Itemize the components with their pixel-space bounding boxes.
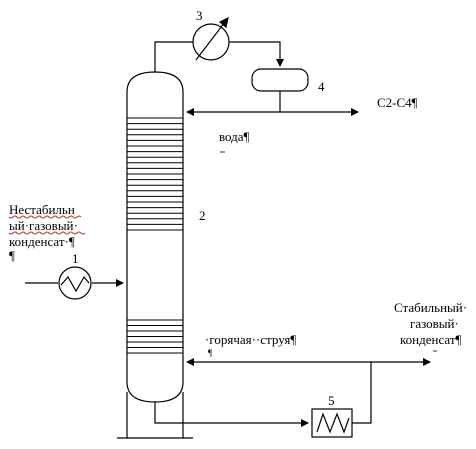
condenser-3 xyxy=(192,16,230,61)
label-feed-line2: ый·газовый· xyxy=(9,218,78,233)
column-support xyxy=(117,392,193,439)
label-overhead-product: С2-С4¶ xyxy=(377,95,418,110)
label-water: вода¶ xyxy=(219,129,250,144)
furnace-5 xyxy=(311,408,353,438)
label-hot-stream-mark: ¶ xyxy=(208,348,212,358)
bottoms-line xyxy=(154,402,309,427)
label-product-line3: конденсат¶ xyxy=(400,332,461,347)
spellcheck-underlines xyxy=(8,215,86,235)
label-number-2: 2 xyxy=(199,208,206,223)
overhead-vapour-line xyxy=(154,41,284,72)
distillation-column xyxy=(126,71,184,403)
label-number-1: 1 xyxy=(72,251,79,266)
label-feed-line4: ¶ xyxy=(9,248,15,263)
label-feed-line3: конденсат·¶ xyxy=(9,234,75,249)
label-number-3: 3 xyxy=(196,8,203,23)
label-number-5: 5 xyxy=(328,393,335,408)
label-feed-line1: Нестабильн xyxy=(9,202,75,217)
label-number-4: 4 xyxy=(318,79,325,94)
reflux-drum-4 xyxy=(251,68,309,92)
hot-stream-line xyxy=(186,358,431,424)
column-trays-lower xyxy=(127,319,183,354)
column-trays-upper xyxy=(127,117,183,231)
heater-1 xyxy=(58,266,92,300)
label-hot-stream: ·горячая··струя¶ xyxy=(205,332,296,347)
label-product-line1: Стабильный· xyxy=(394,300,467,315)
label-product-line2: газовый· xyxy=(410,316,459,331)
